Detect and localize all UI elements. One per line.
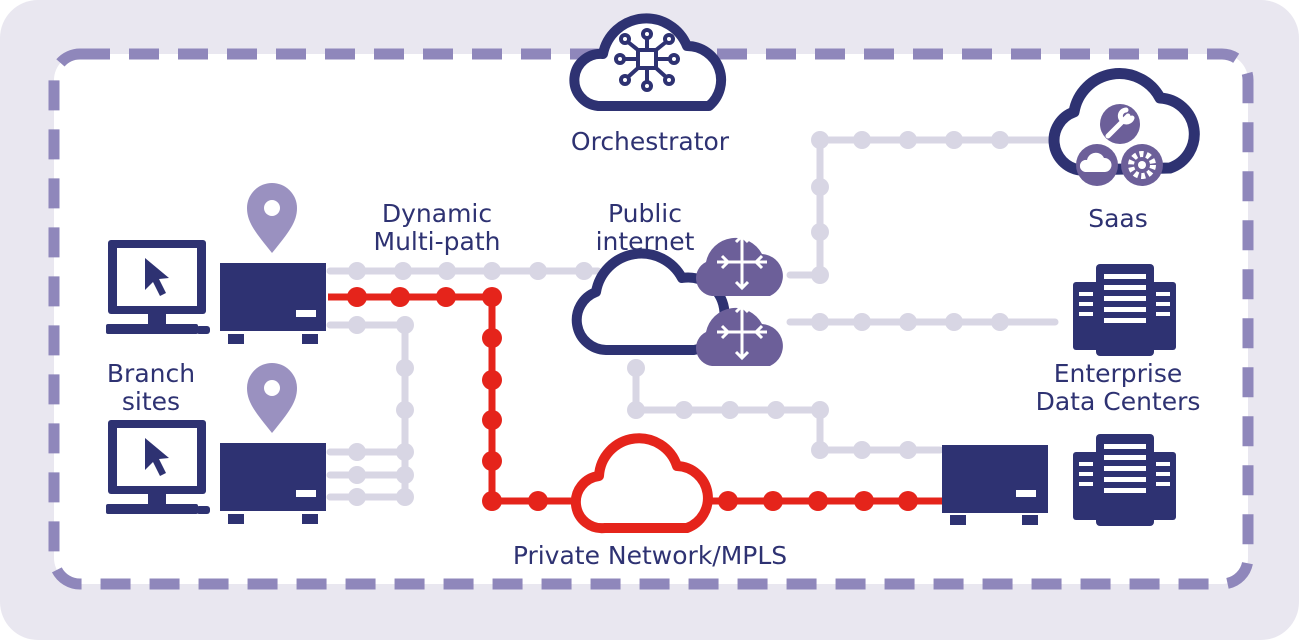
- dynamic-label-line1: Dynamic: [382, 199, 492, 228]
- server-rack-icon: [1073, 264, 1176, 356]
- orchestrator-cloud-icon: [569, 13, 727, 111]
- cursor-icon: [145, 258, 169, 296]
- branch-edge-appliance: [220, 443, 326, 524]
- branch-edge-appliance: [220, 263, 326, 344]
- computer-icon: [106, 420, 210, 514]
- router-icon: [696, 233, 783, 296]
- dashed-boundary: [48, 48, 1254, 590]
- computer-icon: [106, 240, 210, 334]
- location-pin-icon: [247, 363, 297, 433]
- orchestrator-label: Orchestrator: [571, 127, 730, 156]
- private-network-cloud-icon: [570, 433, 713, 534]
- wrench-icon: [1105, 107, 1135, 139]
- cursor-icon: [145, 438, 169, 476]
- gear-icon: [1128, 151, 1156, 179]
- dynamic-label-line2: Multi-path: [374, 227, 501, 256]
- saas-label: Saas: [1088, 204, 1148, 233]
- server-rack-icon: [1073, 434, 1176, 526]
- enterprise-label-line1: Enterprise: [1054, 359, 1183, 388]
- enterprise-label-line2: Data Centers: [1036, 387, 1201, 416]
- branch-label-line2: sites: [122, 387, 180, 416]
- grey-link-dots: [348, 131, 1009, 506]
- location-pin-icon: [247, 183, 297, 253]
- saas-cloud-icon: [1048, 68, 1200, 186]
- router-icon: [696, 303, 783, 366]
- branch-label-line1: Branch: [107, 359, 195, 388]
- private-network-label: Private Network/MPLS: [513, 541, 787, 570]
- public-label-line2: internet: [596, 227, 695, 256]
- public-label-line1: Public: [608, 199, 682, 228]
- dc-edge-appliance: [942, 445, 1048, 525]
- small-cloud-icon: [1079, 152, 1112, 172]
- red-link-dots: [347, 287, 918, 511]
- grey-link-saas: [786, 136, 1059, 279]
- hub-icon: [614, 28, 680, 92]
